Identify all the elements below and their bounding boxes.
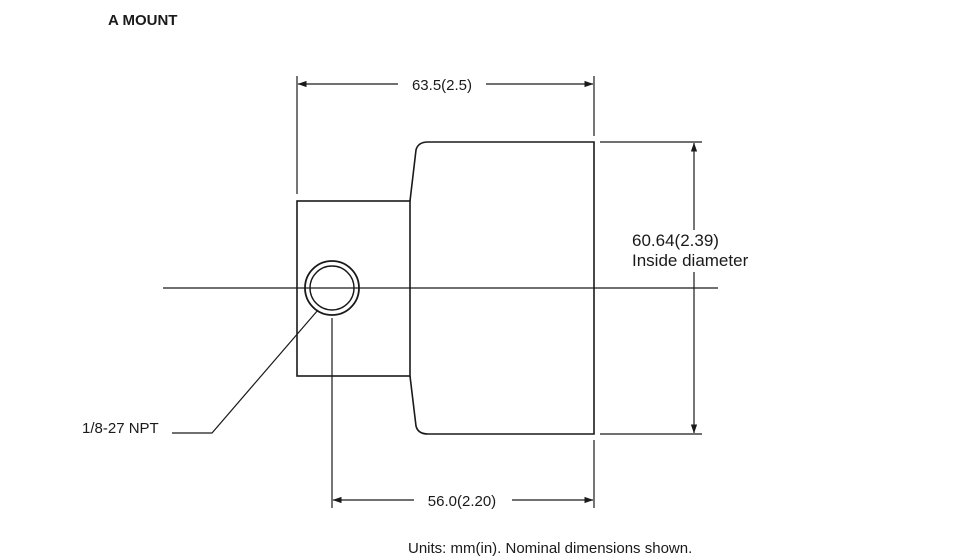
diameter-value-label: 60.64(2.39) xyxy=(632,231,719,250)
bottom-dimension-label: 56.0(2.20) xyxy=(428,493,496,510)
drawing-title: A MOUNT xyxy=(108,12,177,29)
npt-port-inner xyxy=(309,265,355,311)
npt-leader-line xyxy=(172,309,319,434)
npt-port-outer xyxy=(304,260,360,316)
units-footnote: Units: mm(in). Nominal dimensions shown. xyxy=(408,540,692,557)
cylinder-body xyxy=(409,141,595,435)
top-dimension-label: 63.5(2.5) xyxy=(412,77,472,94)
mount-block xyxy=(296,200,411,377)
diameter-note-label: Inside diameter xyxy=(632,251,749,270)
npt-callout-label: 1/8-27 NPT xyxy=(82,420,159,437)
